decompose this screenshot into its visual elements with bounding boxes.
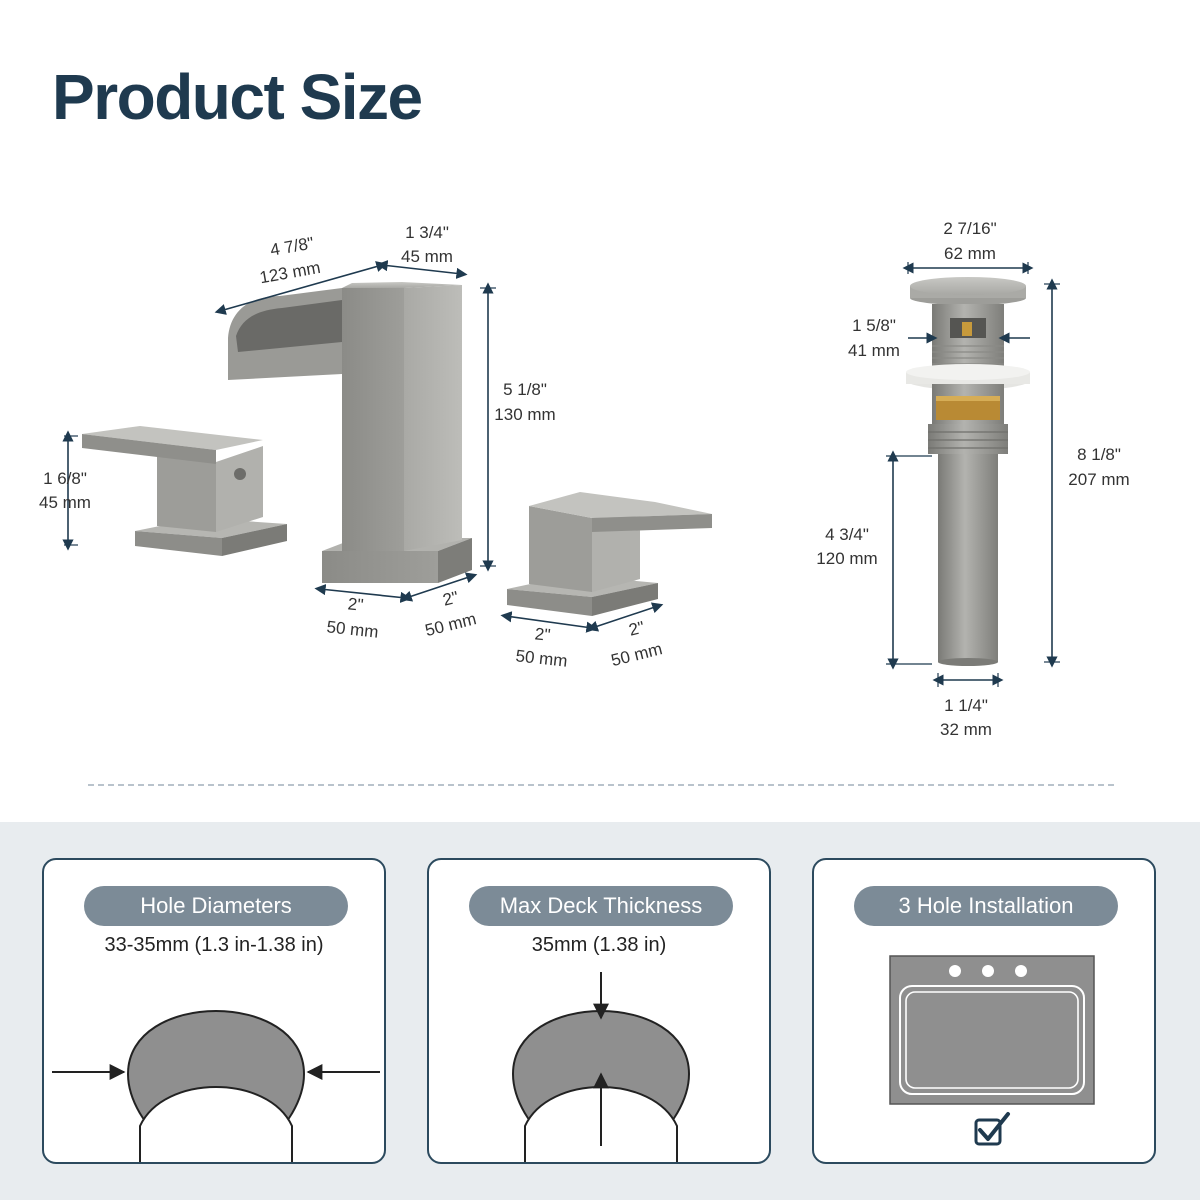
dimension-labels: 4 7/8" 123 mm 1 3/4" 45 mm 5 1/8" 130 mm… (39, 219, 1130, 739)
sink-deck (889, 955, 1095, 1105)
hole-diameters-label: Hole Diameters (84, 886, 348, 926)
spout-base-depth-mm: 50 mm (423, 609, 478, 640)
spout-base-width-in: 2" (347, 594, 364, 615)
spout-depth-mm: 45 mm (401, 247, 453, 266)
three-hole-installation-label: 3 Hole Installation (854, 886, 1118, 926)
faucet-right-handle (507, 492, 712, 616)
spout-depth-in: 1 3/4" (405, 223, 449, 242)
hole-diameters-value: 33-35mm (1.3 in-1.38 in) (104, 934, 324, 956)
handle-base-depth-mm: 50 mm (609, 639, 664, 670)
drain-tail-length-in: 4 3/4" (825, 525, 869, 544)
pop-up-drain (906, 277, 1030, 666)
dimension-extension-lines (64, 262, 1060, 687)
drain-tail-diameter-mm: 32 mm (940, 720, 992, 739)
faucet-spout (228, 282, 472, 583)
handle-base-width-mm: 50 mm (515, 646, 569, 670)
spout-base-depth-in: 2" (441, 588, 461, 610)
page-title: Product Size (52, 61, 423, 133)
handle-height-mm: 45 mm (39, 493, 91, 512)
checkbox-check-icon (974, 1112, 1010, 1146)
max-deck-thickness-value: 35mm (1.38 in) (531, 934, 667, 956)
drain-tail-length-mm: 120 mm (816, 549, 877, 568)
sink-basin-inner (905, 991, 1079, 1089)
handle-base-depth-in: 2" (627, 618, 647, 640)
section-divider (88, 784, 1114, 786)
drain-body-mm: 41 mm (848, 341, 900, 360)
handle-height-in: 1 6/8" (43, 469, 87, 488)
drain-tail-diameter-in: 1 1/4" (944, 696, 988, 715)
max-deck-thickness-card: Max Deck Thickness 35mm (1.38 in) (427, 858, 771, 1164)
spout-base-width-mm: 50 mm (326, 617, 380, 641)
sink-diagram (889, 955, 1095, 1146)
hole-diameter-diagram (52, 1010, 380, 1162)
sink-hole-1 (949, 965, 961, 977)
sink-basin-outer (899, 985, 1085, 1095)
drain-body-in: 1 5/8" (852, 316, 896, 335)
drain-height-in: 8 1/8" (1077, 445, 1121, 464)
max-deck-thickness-label: Max Deck Thickness (469, 886, 733, 926)
handle-base-width-in: 2" (534, 624, 551, 645)
spout-length-in: 4 7/8" (269, 233, 315, 259)
spout-length-mm: 123 mm (258, 258, 322, 287)
spout-height-mm: 130 mm (494, 405, 555, 424)
faucet-left-handle (82, 426, 287, 556)
sink-hole-2 (982, 965, 994, 977)
drain-cap-in: 2 7/16" (943, 219, 996, 238)
dimension-lines (62, 260, 1058, 686)
deck-thickness-diagram (511, 972, 691, 1162)
drain-height-mm: 207 mm (1068, 470, 1129, 489)
spout-height-in: 5 1/8" (503, 380, 547, 399)
drain-cap-mm: 62 mm (944, 244, 996, 263)
three-hole-installation-card: 3 Hole Installation (812, 858, 1156, 1164)
product-diagram: 4 7/8" 123 mm 1 3/4" 45 mm 5 1/8" 130 mm… (39, 219, 1130, 739)
hole-diameters-card: Hole Diameters 33-35mm (1.3 in-1.38 in) (42, 858, 386, 1164)
sink-hole-3 (1015, 965, 1027, 977)
